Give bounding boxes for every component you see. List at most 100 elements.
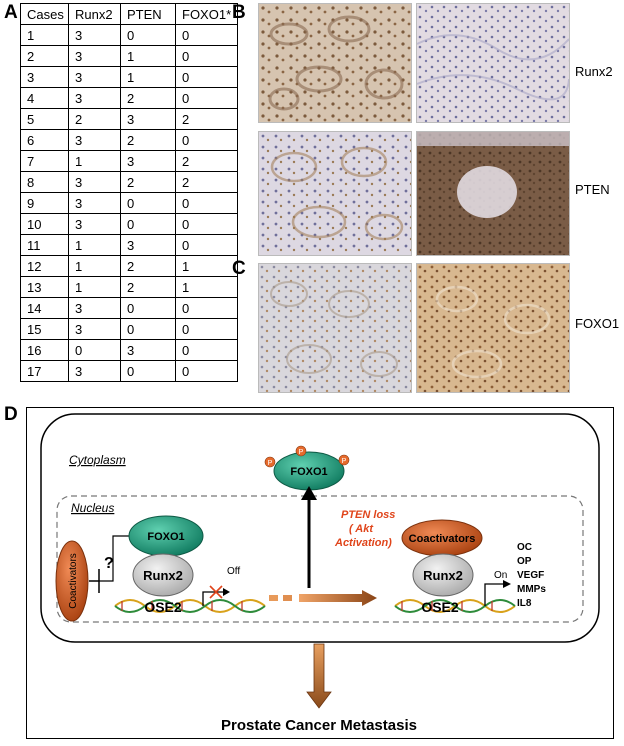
table-cell: 1 xyxy=(68,255,121,277)
col-header-cases: Cases xyxy=(20,3,69,25)
micrograph-pten-right xyxy=(416,131,570,256)
table-cell: 9 xyxy=(20,192,69,214)
target-gene: MMPs xyxy=(517,584,546,595)
table-cell: 1 xyxy=(68,234,121,256)
table-cell: 14 xyxy=(20,297,69,319)
col-header-foxo1: FOXO1* xyxy=(175,3,238,25)
table-cell: 1 xyxy=(120,45,176,67)
table-cell: 17 xyxy=(20,360,69,382)
table-cell: 1 xyxy=(175,276,238,298)
table-cell: 1 xyxy=(20,24,69,46)
micrograph-runx2-right xyxy=(416,3,570,123)
table-cell: 0 xyxy=(175,360,238,382)
label-runx2: Runx2 xyxy=(575,64,613,79)
coactivators-left-oval xyxy=(55,540,89,622)
table-cell: 3 xyxy=(120,339,176,361)
table-cell: 3 xyxy=(68,318,121,340)
table-cell: 0 xyxy=(175,87,238,109)
coactivators-left-label: Coactivators xyxy=(68,553,79,609)
phospho-dot xyxy=(295,445,307,457)
table-cell: 0 xyxy=(120,24,176,46)
label-pten: PTEN xyxy=(575,182,610,197)
table-cell: 0 xyxy=(175,66,238,88)
table-cell: 3 xyxy=(120,234,176,256)
coactivators-right-label: Coactivators xyxy=(409,533,476,545)
table-cell: 0 xyxy=(120,318,176,340)
target-gene: OP xyxy=(517,556,532,567)
target-gene: IL8 xyxy=(517,598,532,609)
panel-label-a: A xyxy=(4,2,18,23)
tissue-texture-6 xyxy=(417,264,569,392)
on-label: On xyxy=(494,570,507,581)
table-cell: 10 xyxy=(20,213,69,235)
col-header-runx2: Runx2 xyxy=(68,3,121,25)
table-cell: 0 xyxy=(175,318,238,340)
table-cell: 3 xyxy=(120,108,176,130)
table-cell: 0 xyxy=(175,129,238,151)
runx2-right-label: Runx2 xyxy=(423,568,463,583)
table-cell: 7 xyxy=(20,150,69,172)
table-cell: 0 xyxy=(175,297,238,319)
table-cell: 0 xyxy=(175,45,238,67)
table-cell: 2 xyxy=(175,108,238,130)
table-cell: 3 xyxy=(68,297,121,319)
inhibition-line xyxy=(99,535,131,582)
ose2-right-label: OSE2 xyxy=(421,599,459,615)
label-foxo1: FOXO1 xyxy=(575,316,620,331)
table-cell: 6 xyxy=(20,129,69,151)
table-cell: 1 xyxy=(68,150,121,172)
off-label: Off xyxy=(227,566,240,577)
phospho-label: P xyxy=(342,458,347,465)
target-gene: VEGF xyxy=(517,570,544,581)
micrograph-foxo1-left xyxy=(258,263,412,393)
phospho-label: P xyxy=(268,460,273,467)
table-cell: 0 xyxy=(175,213,238,235)
table-cell: 5 xyxy=(20,108,69,130)
table-cell: 4 xyxy=(20,87,69,109)
off-promoter-head xyxy=(223,588,230,596)
table-cell: 3 xyxy=(120,150,176,172)
nucleus-label: Nucleus xyxy=(71,501,114,515)
table-cell: 2 xyxy=(175,150,238,172)
table-cell: 0 xyxy=(175,192,238,214)
table-cell: 2 xyxy=(120,129,176,151)
inhibition-bar xyxy=(89,569,100,593)
tissue-texture-4 xyxy=(417,132,569,255)
transition-arrow xyxy=(299,590,377,606)
transition-dash xyxy=(269,595,278,601)
table-cell: 0 xyxy=(175,339,238,361)
table-cell: 0 xyxy=(175,234,238,256)
table-cell: 2 xyxy=(175,171,238,193)
table-cell: 2 xyxy=(68,108,121,130)
runx2-left-oval xyxy=(132,553,194,597)
micrograph-foxo1-right xyxy=(416,263,570,393)
table-cell: 13 xyxy=(20,276,69,298)
akt-label: ( Akt xyxy=(349,523,374,535)
transition-dash xyxy=(283,595,292,601)
pathway-svg: Cytoplasm Nucleus FOXO1 P P P PTEN loss … xyxy=(40,413,600,734)
table-cell: 11 xyxy=(20,234,69,256)
table-cell: 12 xyxy=(20,255,69,277)
table-cell: 3 xyxy=(68,360,121,382)
table-cell: 15 xyxy=(20,318,69,340)
cell-membrane xyxy=(40,413,600,643)
table-cell: 0 xyxy=(120,192,176,214)
tissue-texture-1 xyxy=(259,4,411,122)
table-cell: 2 xyxy=(120,255,176,277)
table-cell: 2 xyxy=(120,276,176,298)
ose2-left-label: OSE2 xyxy=(144,599,182,615)
table-cell: 8 xyxy=(20,171,69,193)
